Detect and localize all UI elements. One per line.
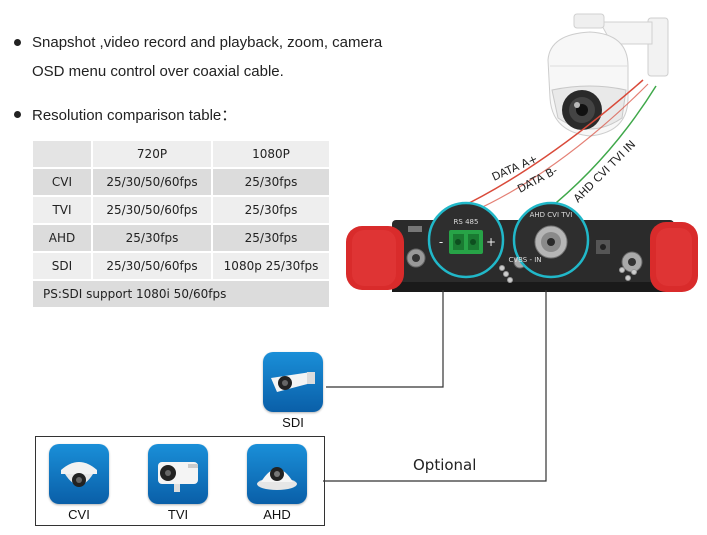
bullet-dot-2 <box>14 111 21 118</box>
row-label: CVI <box>33 169 91 195</box>
cvi-label: CVI <box>68 507 90 522</box>
ptz-camera-icon <box>547 13 669 137</box>
cell-1080p: 1080p 25/30fps <box>213 253 329 279</box>
dome-camera-icon <box>257 467 297 490</box>
table-row: TVI 25/30/50/60fps 25/30fps <box>33 197 329 223</box>
table-heading: Resolution comparison table： <box>32 107 237 124</box>
cell-720p: 25/30/50/60fps <box>93 253 211 279</box>
header-cell-1080p: 1080P <box>213 141 329 167</box>
ahd-camera-tile <box>247 444 307 504</box>
table-header-row: 720P 1080P <box>33 141 329 167</box>
header-cell-empty <box>33 141 91 167</box>
cell-1080p: 25/30fps <box>213 169 329 195</box>
analog-cameras-frame <box>35 436 325 526</box>
row-label: SDI <box>33 253 91 279</box>
cell-720p: 25/30fps <box>93 225 211 251</box>
data-b-wire <box>471 83 649 213</box>
sdi-label: SDI <box>282 415 304 430</box>
tvi-label: TVI <box>167 507 189 522</box>
row-label: AHD <box>33 225 91 251</box>
ahd-port-label: AHD CVI TVI <box>530 211 573 219</box>
sdi-camera-tile <box>263 352 323 412</box>
analog-connection-line <box>323 290 547 482</box>
rs485-label: RS 485 <box>454 218 479 226</box>
resolution-table: 720P 1080P CVI 25/30/50/60fps 25/30fps T… <box>31 139 331 309</box>
cvi-camera-tile <box>49 444 109 504</box>
cell-1080p: 25/30fps <box>213 197 329 223</box>
ahd-in-label: AHD CVI TVI IN <box>571 138 638 205</box>
bullet-camera-icon <box>158 462 198 492</box>
cvbs-label: CVBS - IN <box>508 256 541 264</box>
table-note: PS:SDI support 1080i 50/60fps <box>33 281 329 307</box>
table-note-row: PS:SDI support 1080i 50/60fps <box>33 281 329 307</box>
optional-label: Optional <box>413 456 476 474</box>
cell-1080p: 25/30fps <box>213 225 329 251</box>
table-row: CVI 25/30/50/60fps 25/30fps <box>33 169 329 195</box>
ahd-in-wire <box>544 85 657 213</box>
sdi-connection-line <box>326 290 444 388</box>
bullet-dot-1 <box>14 39 21 46</box>
plus-label: + <box>486 235 496 249</box>
feature-line-1: Snapshot ,video record and playback, zoo… <box>32 34 383 51</box>
minus-label: - <box>439 235 443 249</box>
ahd-label: AHD <box>263 507 291 522</box>
tvi-camera-tile <box>148 444 208 504</box>
chain-charm-icon <box>499 265 637 283</box>
table-row: SDI 25/30/50/60fps 1080p 25/30fps <box>33 253 329 279</box>
rs485-port-callout: RS 485 - + <box>427 201 505 279</box>
cell-720p: 25/30/50/60fps <box>93 197 211 223</box>
feature-line-2: OSD menu control over coaxial cable. <box>32 63 284 80</box>
ahd-port-callout: AHD CVI TVI CVBS - IN <box>508 201 590 279</box>
data-a-wire <box>454 79 644 211</box>
dome-camera-icon <box>61 462 97 487</box>
cell-720p: 25/30/50/60fps <box>93 169 211 195</box>
row-label: TVI <box>33 197 91 223</box>
header-cell-720p: 720P <box>93 141 211 167</box>
table-row: AHD 25/30fps 25/30fps <box>33 225 329 251</box>
bullet-camera-icon <box>271 372 315 392</box>
